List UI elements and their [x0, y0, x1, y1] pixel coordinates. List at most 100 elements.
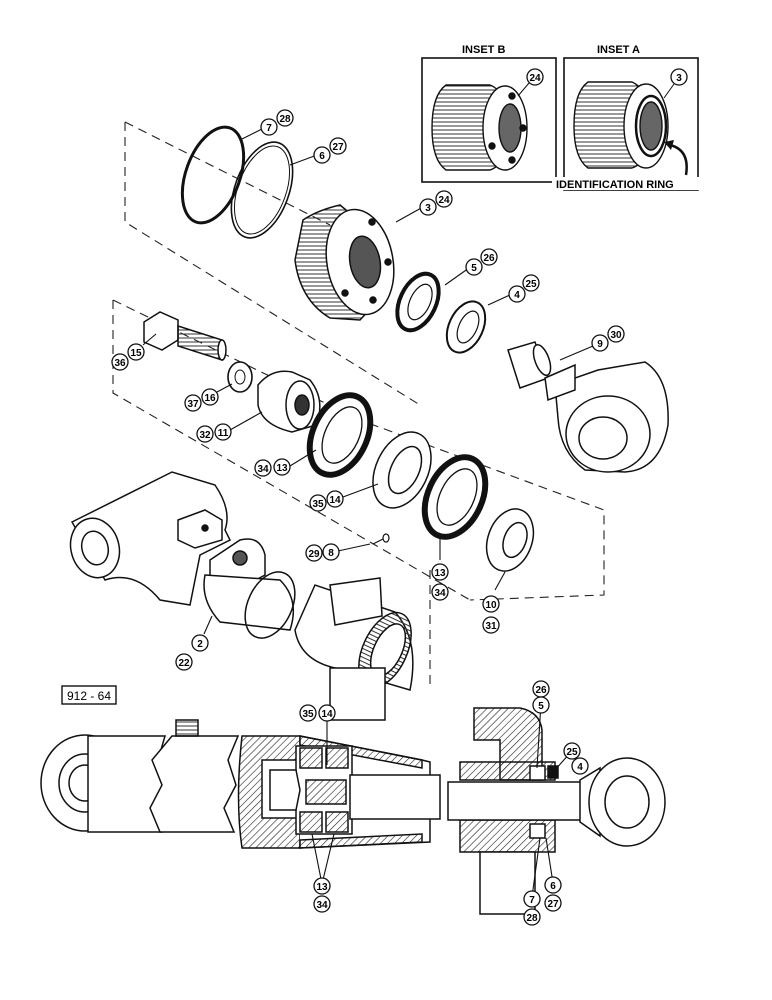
callout-29: 29 — [305, 544, 323, 562]
svg-text:14: 14 — [321, 709, 333, 720]
callout-16: 16 — [201, 388, 219, 406]
callout-s6: 6 — [544, 876, 562, 894]
svg-text:3: 3 — [676, 73, 682, 84]
svg-text:4: 4 — [514, 290, 520, 301]
identification-ring-label: IDENTIFICATION RING — [556, 179, 674, 191]
cylinder-barrel-2 — [69, 471, 296, 639]
callout-s34: 34 — [313, 895, 331, 913]
callout-s14: 14 — [318, 704, 336, 722]
callout-11: 11 — [214, 423, 232, 441]
svg-text:24: 24 — [529, 73, 541, 84]
svg-text:24: 24 — [438, 195, 450, 206]
callout-8: 8 — [322, 543, 340, 561]
callout-28-top: 28 — [276, 109, 294, 127]
barrel-mid — [149, 735, 240, 833]
svg-text:10: 10 — [485, 600, 497, 611]
svg-text:6: 6 — [319, 151, 325, 162]
callout-25: 25 — [522, 274, 540, 292]
identification-ring-arrow — [669, 143, 688, 176]
barrel-tube — [294, 577, 414, 721]
figure-number: 912 - 64 — [67, 689, 111, 703]
svg-text:13: 13 — [276, 463, 288, 474]
svg-text:28: 28 — [526, 913, 538, 924]
piston-seal-13b — [421, 454, 489, 540]
svg-text:31: 31 — [485, 621, 497, 632]
inset-b-title: INSET B — [462, 44, 505, 56]
svg-text:26: 26 — [535, 685, 547, 696]
bolt-15 — [143, 311, 227, 362]
callout-s35: 35 — [299, 704, 317, 722]
callout-35: 35 — [309, 494, 327, 512]
rod-through-head — [447, 781, 584, 821]
backup-ring-6 — [230, 141, 294, 239]
callout-9: 9 — [591, 334, 609, 352]
svg-text:15: 15 — [130, 348, 142, 359]
piston-seal-13a — [306, 392, 374, 478]
callout-s7: 7 — [523, 890, 541, 908]
callout-s28: 28 — [523, 908, 541, 926]
piston-nut-11 — [257, 370, 321, 433]
callout-s5: 5 — [532, 696, 550, 714]
svg-text:27: 27 — [332, 142, 344, 153]
svg-text:6: 6 — [550, 881, 556, 892]
callout-inset-a-3: 3 — [663, 68, 688, 99]
svg-text:9: 9 — [597, 339, 603, 350]
svg-text:27: 27 — [547, 899, 559, 910]
svg-text:30: 30 — [610, 330, 622, 341]
callout-34-b: 34 — [431, 583, 449, 601]
callout-s26: 26 — [532, 680, 550, 698]
callout-24: 24 — [435, 190, 453, 208]
section-leaders — [311, 702, 571, 898]
piston-10 — [485, 508, 535, 572]
rod-eye — [544, 361, 669, 473]
callout-s13: 13 — [313, 877, 331, 895]
svg-text:4: 4 — [577, 762, 583, 773]
svg-text:7: 7 — [266, 123, 272, 134]
callout-26: 26 — [480, 248, 498, 266]
callout-4: 4 — [508, 285, 526, 303]
svg-text:35: 35 — [312, 499, 324, 510]
callout-2: 2 — [191, 634, 209, 652]
piston-nut-section — [269, 769, 301, 811]
svg-text:8: 8 — [328, 548, 334, 559]
inset-a: INSET A 3 IDENTIFICATION RING — [552, 44, 700, 191]
port-fitting — [175, 719, 199, 737]
svg-text:25: 25 — [525, 279, 537, 290]
callout-34-a: 34 — [254, 459, 272, 477]
section-callout-circles: 35 14 26 5 25 4 13 34 6 27 7 28 — [299, 680, 589, 926]
callout-13-a: 13 — [273, 458, 291, 476]
svg-text:25: 25 — [566, 747, 578, 758]
svg-text:28: 28 — [279, 114, 291, 125]
svg-text:13: 13 — [316, 882, 328, 893]
callout-15: 15 — [127, 343, 145, 361]
svg-text:35: 35 — [302, 709, 314, 720]
rod-eye-section — [579, 757, 666, 847]
inset-a-title: INSET A — [597, 44, 640, 56]
callout-22: 22 — [175, 653, 193, 671]
svg-text:34: 34 — [316, 900, 328, 911]
assembled-section-view — [40, 707, 666, 915]
svg-text:26: 26 — [483, 253, 495, 264]
callout-37: 37 — [184, 394, 202, 412]
callout-27-top: 27 — [329, 137, 347, 155]
callout-13-b: 13 — [431, 563, 449, 581]
callout-5: 5 — [465, 258, 483, 276]
barrel-section — [237, 735, 301, 849]
callout-30: 30 — [607, 325, 625, 343]
exploded-callout-circles: 7 28 6 27 3 24 5 26 4 25 9 30 15 36 16 3… — [111, 109, 625, 671]
figure-number-box: 912 - 64 — [61, 685, 117, 705]
callout-14: 14 — [326, 490, 344, 508]
svg-text:22: 22 — [178, 658, 190, 669]
svg-text:5: 5 — [538, 701, 544, 712]
callout-6: 6 — [313, 146, 331, 164]
callout-inset-b-24: 24 — [517, 68, 544, 97]
callout-32: 32 — [196, 425, 214, 443]
cylinder-head-gland — [294, 204, 395, 321]
callout-31: 31 — [482, 616, 500, 634]
callout-10: 10 — [482, 595, 500, 613]
svg-text:32: 32 — [199, 430, 211, 441]
svg-text:13: 13 — [434, 568, 446, 579]
inset-b-gland-drawing — [431, 84, 528, 171]
svg-text:16: 16 — [204, 393, 216, 404]
